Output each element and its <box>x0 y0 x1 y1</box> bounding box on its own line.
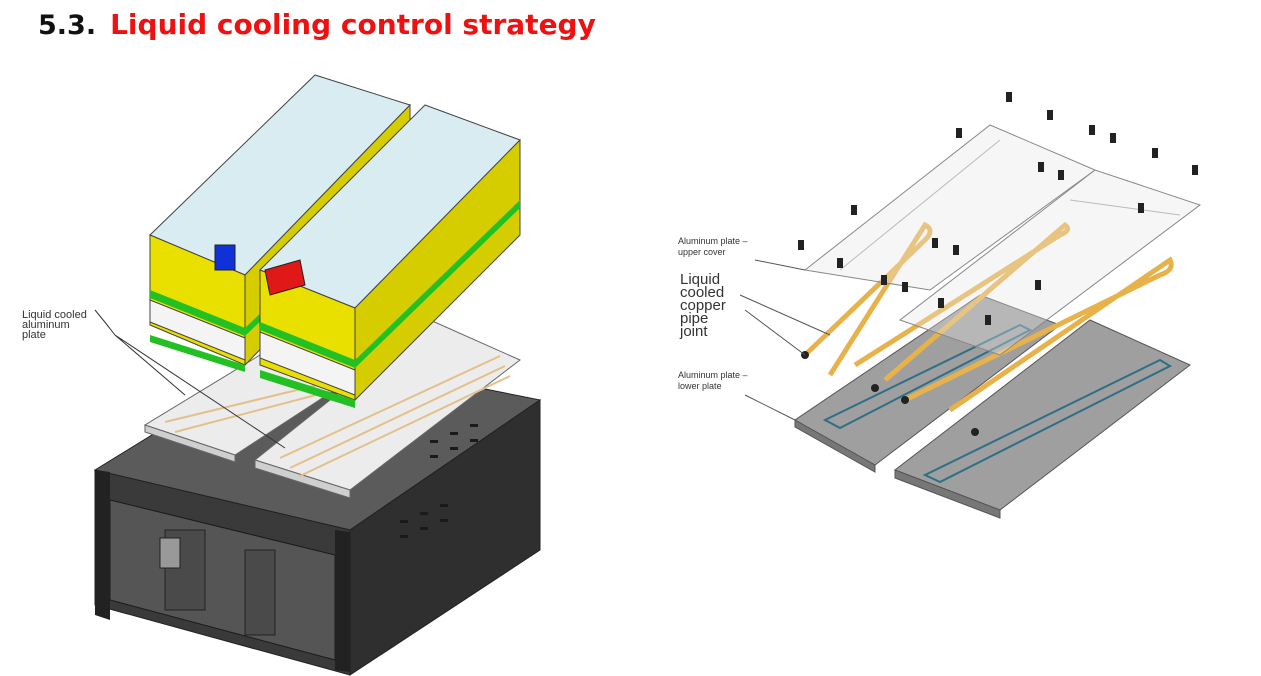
left-label-line-3: plate <box>22 329 46 341</box>
battery-module-right <box>259 104 521 408</box>
pipe-line-4: pipe <box>680 310 708 327</box>
label-lower-plate: Aluminum plate – lower plate <box>678 370 796 421</box>
lower-plate-line-1: Aluminum plate – <box>678 370 748 380</box>
label-liquid-cooled-aluminum-plate: Liquid cooled aluminum plate <box>22 309 286 449</box>
pipe-line-2: cooled <box>680 284 724 301</box>
label-copper-pipe: Liquid cooled copper pipe joint <box>679 271 831 356</box>
pipe-line-1: Liquid <box>680 271 720 288</box>
pipe-line-5: joint <box>679 323 708 340</box>
coolant-connector-red <box>264 259 306 296</box>
upper-cover-line-1: Aluminum plate – <box>678 236 748 246</box>
lower-plate-line-2: lower plate <box>678 381 722 391</box>
section-number: 5.3. <box>38 10 97 41</box>
exploded-cooling-plate-diagram: Aluminum plate – upper cover Liquid cool… <box>678 92 1202 519</box>
bolts <box>798 92 1198 325</box>
aluminum-lower-plate <box>794 294 1191 519</box>
left-label-line-1: Liquid cooled <box>22 309 87 321</box>
section-heading: 5.3. Liquid cooling control strategy <box>38 8 596 52</box>
left-label-line-2: aluminum <box>22 319 70 331</box>
liquid-cooled-plate-right <box>253 319 521 499</box>
label-upper-cover: Aluminum plate – upper cover <box>678 236 806 271</box>
coolant-connector-blue <box>214 244 236 271</box>
pipe-line-3: copper <box>680 297 726 314</box>
aluminum-upper-cover <box>803 124 1202 356</box>
battery-pack-illustration: Liquid cooled aluminum plate <box>22 74 542 676</box>
liquid-cooled-copper-pipe <box>801 221 1174 436</box>
section-title: Liquid cooling control strategy <box>110 8 596 41</box>
upper-cover-line-2: upper cover <box>678 247 726 257</box>
